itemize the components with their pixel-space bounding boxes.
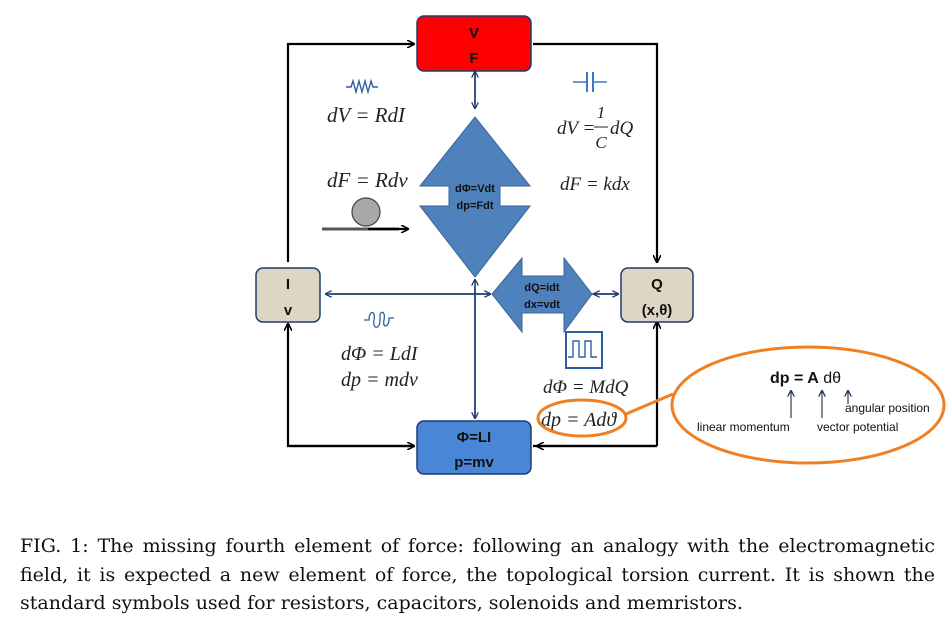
node-left: I v [255,267,321,323]
callout-label-linear: linear momentum [697,420,790,434]
connector-left-to-top [286,44,414,262]
equation-resistor-voltage: dV = RdI [327,103,406,127]
equation-capacitor-force: dF = kdx [560,174,630,195]
node-bottom-box [416,420,532,475]
equation-capacitor-denominator: C [595,133,607,152]
resistor-icon [346,78,378,95]
center-side-arrow-label-1: dQ=idt [524,282,559,294]
connector-top-to-right [533,42,657,262]
node-top-label-1: V [469,25,479,42]
node-right-box [620,267,694,323]
equation-capacitor-rhs: dQ [610,118,634,139]
callout-small-ellipse [536,398,628,438]
equation-inductor-momentum: dp = mdv [341,369,418,391]
equation-resistor-force: dF = Rdv [327,168,408,192]
node-top: V F [416,15,532,72]
node-bottom: Φ=LI p=mv [416,420,532,475]
figure-caption: FIG. 1: The missing fourth element of fo… [20,535,935,614]
center-big-arrow-label-2: dp=Fdt [457,200,494,212]
center-big-arrow: dΦ=Vdt dp=Fdt [418,116,532,278]
inner-connectors [326,72,618,418]
callout-formula: dp = A dθ [770,370,841,387]
callout-label-angular: angular position [845,401,930,415]
capacitor-icon [573,72,607,92]
node-top-label-2: F [469,50,478,67]
node-bottom-label-2: p=mv [454,454,494,471]
node-top-box [416,15,532,72]
node-bottom-label-1: Φ=LI [457,429,491,446]
outer-connectors [288,44,657,446]
node-left-label-1: I [286,276,290,293]
node-left-label-2: v [284,302,293,319]
center-side-arrow-label-2: dx=vdt [524,299,560,311]
node-right-label-1: Q [651,276,663,293]
friction-ball-icon [322,197,408,229]
center-side-arrow-shape [491,256,593,334]
callout-label-vector: vector potential [817,420,898,434]
node-right: Q (x,θ) [620,267,694,323]
callout: dp = A dθ linear momentum vector potenti… [536,345,946,465]
equation-memristor-flux: dΦ = MdQ [543,377,629,398]
memristor-icon [565,331,603,369]
center-side-arrow: dQ=idt dx=vdt [491,256,593,334]
center-big-arrow-label-1: dΦ=Vdt [455,183,495,195]
callout-pointer-line [625,392,674,416]
equation-capacitor-lhs: dV = [557,118,595,139]
node-left-box [255,267,321,323]
equation-capacitor-numerator: 1 [597,103,606,122]
node-right-label-2: (x,θ) [642,302,673,319]
center-big-arrow-shape [418,116,532,278]
equation-memristor-momentum: dp = Adϑ [541,409,617,431]
callout-large-ellipse [670,345,946,465]
solenoid-icon [364,311,394,328]
equation-inductor-flux: dΦ = LdI [341,343,419,365]
